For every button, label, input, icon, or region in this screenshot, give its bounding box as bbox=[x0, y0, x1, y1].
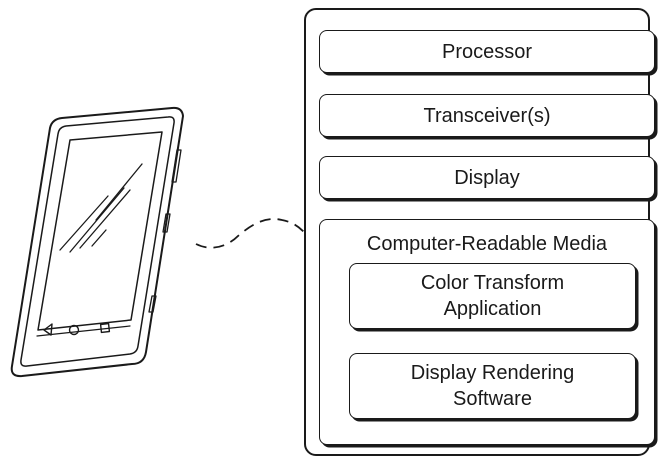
display-rendering-label-line2: Software bbox=[453, 388, 532, 410]
home-circle-icon bbox=[68, 324, 80, 336]
side-button-bottom bbox=[148, 295, 157, 313]
recent-square-icon bbox=[99, 322, 111, 334]
display-label: Display bbox=[454, 166, 520, 189]
screen-glare bbox=[59, 163, 143, 253]
phone-body bbox=[10, 106, 184, 378]
phone-bezel bbox=[20, 116, 175, 367]
transceivers-box: Transceiver(s) bbox=[319, 94, 655, 137]
transceivers-label: Transceiver(s) bbox=[423, 104, 551, 127]
processor-box: Processor bbox=[319, 30, 655, 73]
color-transform-application-box: Color Transform Application bbox=[349, 263, 636, 329]
color-transform-label-line1: Color Transform bbox=[420, 272, 565, 294]
display-rendering-label-line1: Display Rendering bbox=[410, 362, 575, 384]
side-button-lower bbox=[162, 213, 171, 233]
color-transform-label-line2: Application bbox=[443, 298, 542, 320]
side-button-upper bbox=[171, 149, 182, 183]
phone-screen bbox=[37, 131, 163, 331]
display-rendering-software-box: Display Rendering Software bbox=[349, 353, 636, 419]
mobile-device-illustration bbox=[10, 106, 184, 378]
display-box: Display bbox=[319, 156, 655, 199]
processor-label: Processor bbox=[441, 40, 533, 63]
media-title: Computer-Readable Media bbox=[366, 233, 608, 255]
back-triangle-icon bbox=[43, 323, 53, 336]
